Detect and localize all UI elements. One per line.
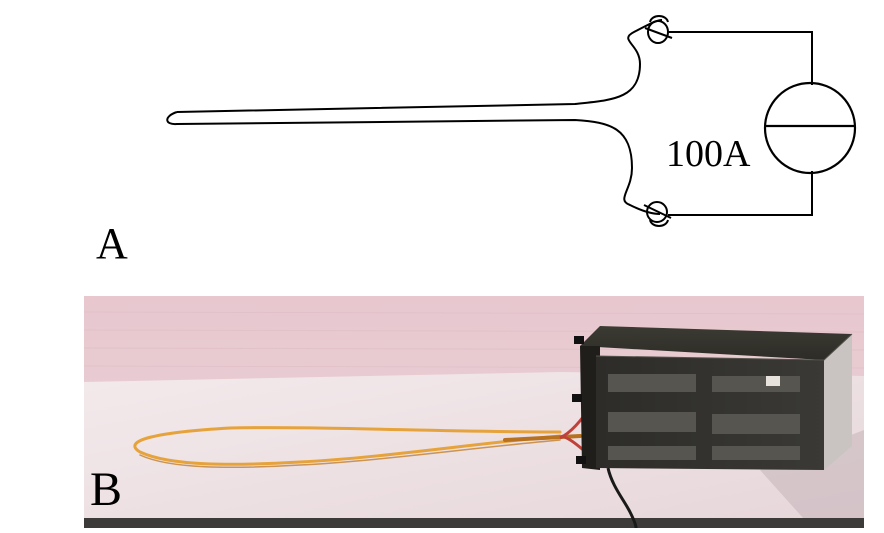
- apparatus-photo: [83, 296, 865, 529]
- current-source-icon: [763, 81, 857, 175]
- power-cord: [606, 467, 638, 529]
- wire-loop-photo: [133, 426, 582, 469]
- top-terminal: [644, 15, 673, 44]
- top-circuit-wire: [668, 31, 813, 85]
- bottom-terminal: [643, 201, 672, 227]
- wire-loop: [166, 19, 663, 215]
- bottom-circuit-wire: [668, 171, 813, 216]
- circuit-diagram: [166, 15, 857, 227]
- power-supply-device: [572, 326, 853, 470]
- panel-b-label: B: [90, 463, 122, 516]
- panel-a-label: A: [96, 219, 128, 268]
- current-label: 100A: [666, 133, 751, 175]
